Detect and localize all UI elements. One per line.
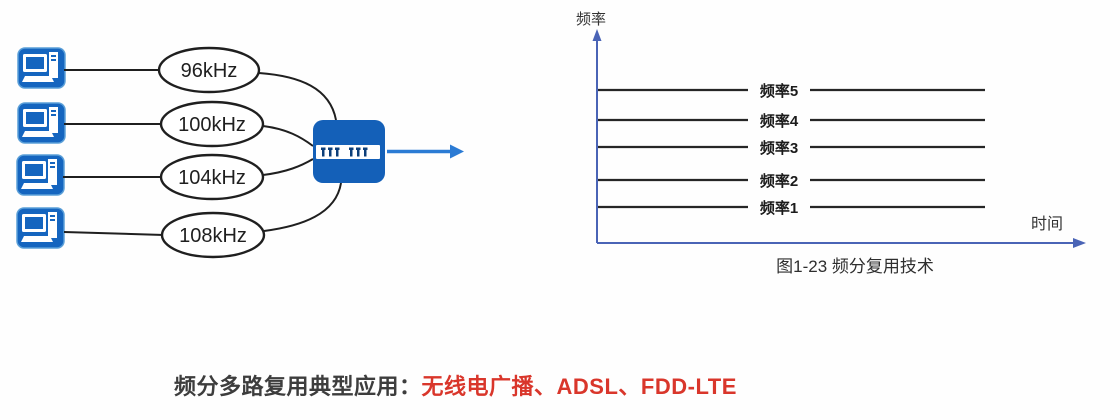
- connector-curve: [262, 125, 314, 147]
- footer-caption-prefix: 频分多路复用典型应用：: [174, 374, 422, 399]
- computer-icon: [16, 154, 65, 196]
- channel-label: 96kHz: [181, 60, 238, 82]
- y-axis-arrow-icon: [592, 29, 602, 41]
- band-label: 频率5: [760, 82, 798, 100]
- band-label: 频率4: [760, 112, 799, 130]
- channel-label: 108kHz: [179, 225, 247, 247]
- connector-curve: [262, 158, 314, 176]
- figure-caption: 图1-23 频分复用技术: [776, 257, 934, 276]
- band-label: 频率1: [760, 199, 798, 217]
- fdm-chart: 频率 时间 频率5 频率4 频率3 频率2 频率1 图1-23 频分复用技术: [576, 11, 1086, 276]
- footer-caption-highlight: 无线电广播、ADSL、FDD-LTE: [421, 374, 737, 399]
- fdm-diagram-svg: 96kHz 100kHz 104kHz 108kHz: [16, 11, 1086, 276]
- computer-icon: [17, 102, 66, 144]
- connector-line: [63, 231, 165, 236]
- computer-icon: [16, 207, 65, 249]
- channel-ellipse: [157, 46, 261, 94]
- channel-label: 100kHz: [178, 114, 246, 136]
- y-axis-label: 频率: [576, 11, 606, 28]
- connector-curve: [258, 72, 337, 121]
- channel-ellipse: [160, 211, 266, 259]
- band-label: 频率2: [760, 172, 798, 190]
- x-axis-label: 时间: [1031, 215, 1063, 233]
- computer-icon: [17, 47, 66, 89]
- channel-label: 104kHz: [178, 167, 246, 189]
- band-label: 频率3: [760, 139, 798, 157]
- output-arrow-icon: [387, 144, 464, 159]
- multiplexer-device-icon: [313, 120, 385, 183]
- x-axis-arrow-icon: [1073, 238, 1086, 248]
- footer-caption: 频分多路复用典型应用：无线电广播、ADSL、FDD-LTE: [174, 369, 737, 401]
- connector-curve: [263, 182, 342, 232]
- channel-ellipse: [159, 100, 265, 148]
- channel-ellipse: [159, 153, 265, 201]
